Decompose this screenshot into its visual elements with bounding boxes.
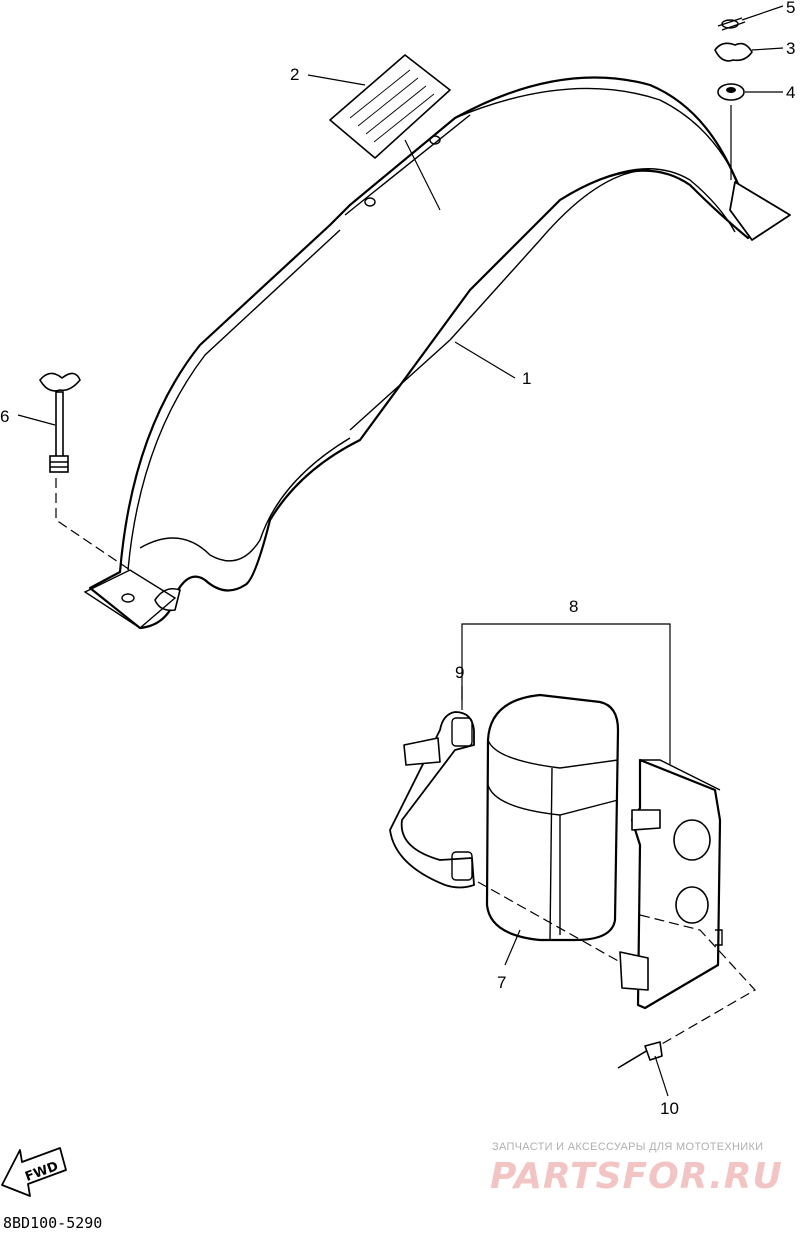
grommet-part (717, 83, 745, 101)
label-part (329, 54, 451, 159)
label-position-line (404, 139, 441, 211)
bracket-part (619, 758, 723, 1010)
leader-10 (654, 1055, 669, 1097)
group-bracket-line (461, 623, 671, 765)
battery-box-part (485, 693, 620, 942)
wing-nut-part (714, 42, 753, 62)
callout-4: 4 (786, 83, 795, 102)
callout-5: 5 (786, 0, 795, 17)
leader-2 (307, 74, 366, 86)
clip-part (717, 17, 746, 31)
callout-10: 10 (660, 1099, 679, 1118)
callout-8: 8 (569, 597, 578, 616)
leader-3 (751, 47, 784, 51)
drawing-code: 8BD100-5290 (3, 1214, 102, 1232)
fwd-arrow-icon: FWD (1, 1147, 67, 1197)
callout-7: 7 (497, 973, 506, 992)
leader-1 (454, 341, 516, 379)
watermark-tagline: ЗАПЧАСТИ И АКСЕССУАРЫ ДЛЯ МОТОТЕХНИКИ (492, 1141, 763, 1153)
bolt-install-line (55, 478, 131, 571)
callout-9: 9 (455, 663, 464, 682)
callout-3: 3 (786, 39, 795, 58)
leader-5 (741, 5, 784, 21)
watermark-brand: PARTSFOR.RU (490, 1156, 783, 1197)
rivet-part (617, 1041, 663, 1069)
rivet-install-line (639, 914, 756, 1046)
callout-2: 2 (290, 65, 299, 84)
leader-6 (17, 414, 56, 426)
strap-install-line (477, 881, 621, 963)
callout-6: 6 (0, 407, 9, 426)
strap-part (389, 711, 475, 889)
fender-part (83, 76, 791, 630)
bolt-part (39, 372, 81, 473)
leader-7 (504, 929, 521, 966)
callout-1: 1 (522, 369, 531, 388)
